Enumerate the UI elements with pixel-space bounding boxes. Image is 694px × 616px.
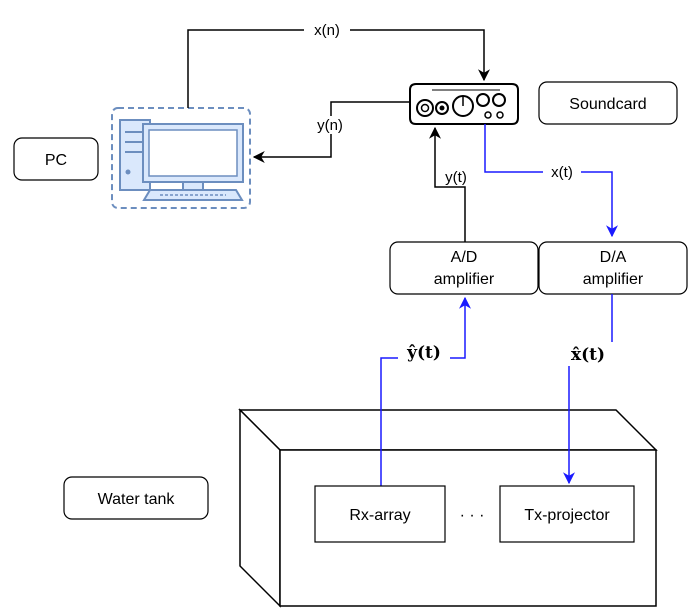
pc-icon [111, 107, 251, 209]
xn-label: x(n) [314, 22, 340, 39]
rx-array-box [314, 485, 446, 543]
water-tank-shape [238, 408, 658, 608]
ad-amplifier-box [389, 241, 539, 295]
tx-projector-label: Tx-projector [524, 507, 610, 524]
da-amplifier-label-2: amplifier [583, 271, 644, 288]
yt-connector [429, 126, 466, 242]
tx-projector-box [499, 485, 635, 543]
da-amplifier-box [538, 241, 688, 295]
yn-label: y(n) [317, 117, 343, 134]
soundcard-box [538, 81, 678, 125]
xt-label-bg [543, 163, 581, 181]
yn-label-bg [306, 116, 354, 134]
da-amplifier-label-1: D/A [600, 249, 627, 266]
water-tank-label: Water tank [98, 491, 176, 508]
xn-label-bg [304, 21, 350, 39]
ellipsis-dots: · · · [460, 507, 485, 524]
xhat-label-bg [562, 342, 614, 366]
soundcard-icon [409, 83, 519, 125]
ad-amplifier-label-2: amplifier [434, 271, 495, 288]
water-tank-box [63, 476, 209, 520]
yt-label: y(t) [445, 169, 467, 186]
yt-label-bg [440, 168, 474, 186]
xt-label: x(t) [551, 164, 573, 181]
pc-label: PC [45, 152, 67, 169]
yhat-label-bg [398, 340, 450, 364]
xhat-label: x̂(t) [571, 345, 605, 365]
soundcard-label: Soundcard [569, 96, 646, 113]
yhat-label: ŷ(t) [406, 343, 441, 363]
rx-array-label: Rx-array [349, 507, 410, 524]
pc-box [13, 137, 99, 181]
ad-amplifier-label-1: A/D [451, 249, 478, 266]
